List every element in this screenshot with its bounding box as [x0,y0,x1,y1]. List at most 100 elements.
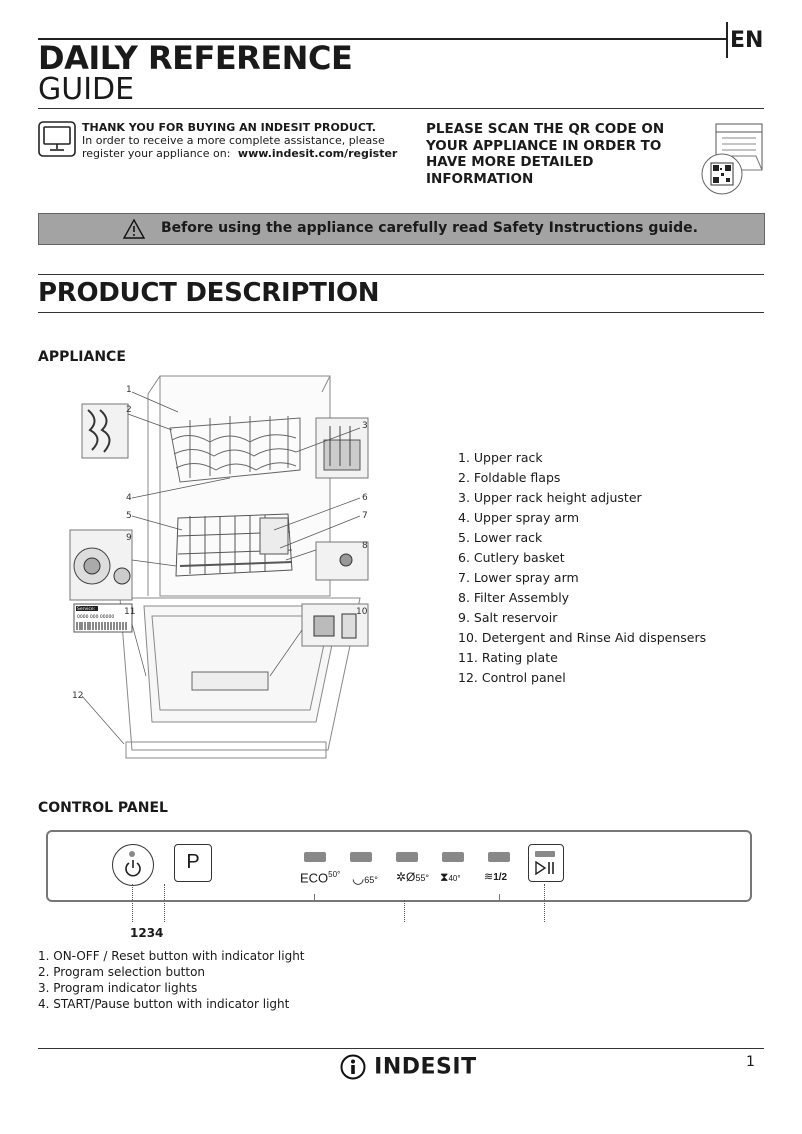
program-temp: 40° [448,874,461,883]
leader-line [544,884,545,922]
list-item: 11. Rating plate [458,650,558,665]
control-panel-heading: CONTROL PANEL [38,800,168,816]
page-subtitle: GUIDE [38,72,135,107]
list-item: 4. Upper spray arm [458,510,580,525]
list-item: 2. Foldable flaps [458,470,561,485]
dishes-icon: ✲Ø [396,870,416,884]
inset-filter-assembly [315,541,369,581]
list-item: 9. Salt reservoir [458,610,558,625]
diagram-label-10: 10 [356,607,368,617]
qr-instructions: PLEASE SCAN THE QR CODE ON YOUR APPLIANC… [426,121,665,187]
program-indicator-light [304,852,326,862]
inset-height-adjuster [315,417,369,479]
diagram-label-1: 1 [126,385,132,395]
top-rule [38,38,726,40]
list-item: 3. Upper rack height adjuster [458,490,642,505]
thanks-heading: THANK YOU FOR BUYING AN INDESIT PRODUCT. [82,121,376,134]
program-indicator-light [442,852,464,862]
list-item: 6. Cutlery basket [458,550,565,565]
indesit-logo-icon [340,1054,366,1080]
program-half-load[interactable]: ≋1/2 [484,870,507,883]
parts-list: 1. Upper rack 2. Foldable flaps 3. Upper… [458,448,706,688]
list-item: 7. Lower spray arm [458,570,579,585]
inset-salt-reservoir [69,529,133,601]
header-rule [38,108,764,109]
list-item: 8. Filter Assembly [458,590,570,605]
pd-rule-bottom [38,312,764,313]
leader-lines [81,391,361,745]
register-link[interactable]: www.indesit.com/register [237,147,398,160]
diagram-label-5: 5 [126,511,132,521]
hourglass-icon: ⧗ [440,870,449,884]
pot-icon: ◡ [352,870,365,886]
list-item: 2. Program selection button [38,965,206,979]
language-code: EN [730,28,764,53]
page-title: DAILY REFERENCE [38,39,353,77]
diagram-label-8: 8 [362,541,368,551]
power-indicator-light [129,851,135,857]
list-item: 12. Control panel [458,670,566,685]
inset-foldable-flaps [81,403,129,459]
leader-line [132,884,133,922]
rating-plate: Service: 0000 000 00000 [73,603,133,633]
section-title-product-description: PRODUCT DESCRIPTION [38,278,380,308]
pd-rule-top [38,274,764,275]
control-panel-numbers: 1234 [130,926,164,940]
lower-rack [175,513,293,577]
list-item: 5. Lower rack [458,530,543,545]
diagram-label-6: 6 [362,493,368,503]
program-temp: 55° [415,873,430,883]
program-indicator-light [396,852,418,862]
list-item: 1. ON-OFF / Reset button with indicator … [38,949,305,963]
rating-plate-label: Service: [77,606,95,612]
footer-rule [38,1048,764,1049]
program-indicator-light [350,852,372,862]
upper-rack [169,416,301,483]
power-icon [125,860,141,877]
diagram-label-4: 4 [126,493,132,503]
program-eco[interactable]: ECO50° [300,870,340,885]
leader-line [164,884,165,922]
inset-dispensers [301,603,369,647]
thanks-line: In order to receive a more complete assi… [82,134,385,147]
safety-banner: Before using the appliance carefully rea… [38,213,765,245]
program-temp: 50° [328,870,341,879]
appliance-diagram: Service: 0000 000 00000 1 2 3 4 5 6 7 8 … [69,375,369,759]
program-temp: 65° [364,875,378,885]
diagram-label-7: 7 [362,511,368,521]
appliance-heading: APPLIANCE [38,349,126,365]
qr-dishwasher-icon [700,118,766,200]
leader-line [404,900,405,922]
start-indicator-light [535,851,555,857]
program-selection-button[interactable]: P [174,844,212,882]
diagram-label-3: 3 [362,421,368,431]
brand-name: INDESIT [374,1054,477,1080]
program-temp: 1/2 [493,872,508,883]
diagram-label-9: 9 [126,533,132,543]
page-number: 1 [746,1054,755,1070]
thanks-text: THANK YOU FOR BUYING AN INDESIT PRODUCT.… [82,121,402,160]
play-pause-icon [535,861,554,875]
program-glass[interactable]: ✲Ø55° [396,870,429,884]
control-panel: P ECO50° ◡65° ✲Ø55° ⧗40° ≋1/2 [46,830,752,902]
program-name: ECO [300,870,329,886]
language-divider [726,22,728,58]
list-item: 1. Upper rack [458,450,543,465]
diagram-label-12: 12 [72,691,83,701]
program-intensive[interactable]: ◡65° [352,870,378,887]
list-item: 3. Program indicator lights [38,981,198,995]
indicator-bracket [314,894,500,901]
door-dispenser [191,671,269,691]
start-pause-button[interactable] [528,844,564,882]
safety-banner-text: Before using the appliance carefully rea… [161,220,698,236]
warning-icon [123,219,145,239]
half-load-icon: ≋ [484,871,494,883]
program-indicator-light [488,852,510,862]
power-button[interactable] [112,844,154,886]
monitor-icon [38,121,76,161]
register-prefix: register your appliance on: [82,147,231,160]
diagram-label-11: 11 [124,607,135,617]
program-quick[interactable]: ⧗40° [440,870,461,885]
rating-plate-number: 0000 000 00000 [77,614,114,620]
list-item: 4. START/Pause button with indicator lig… [38,997,290,1011]
